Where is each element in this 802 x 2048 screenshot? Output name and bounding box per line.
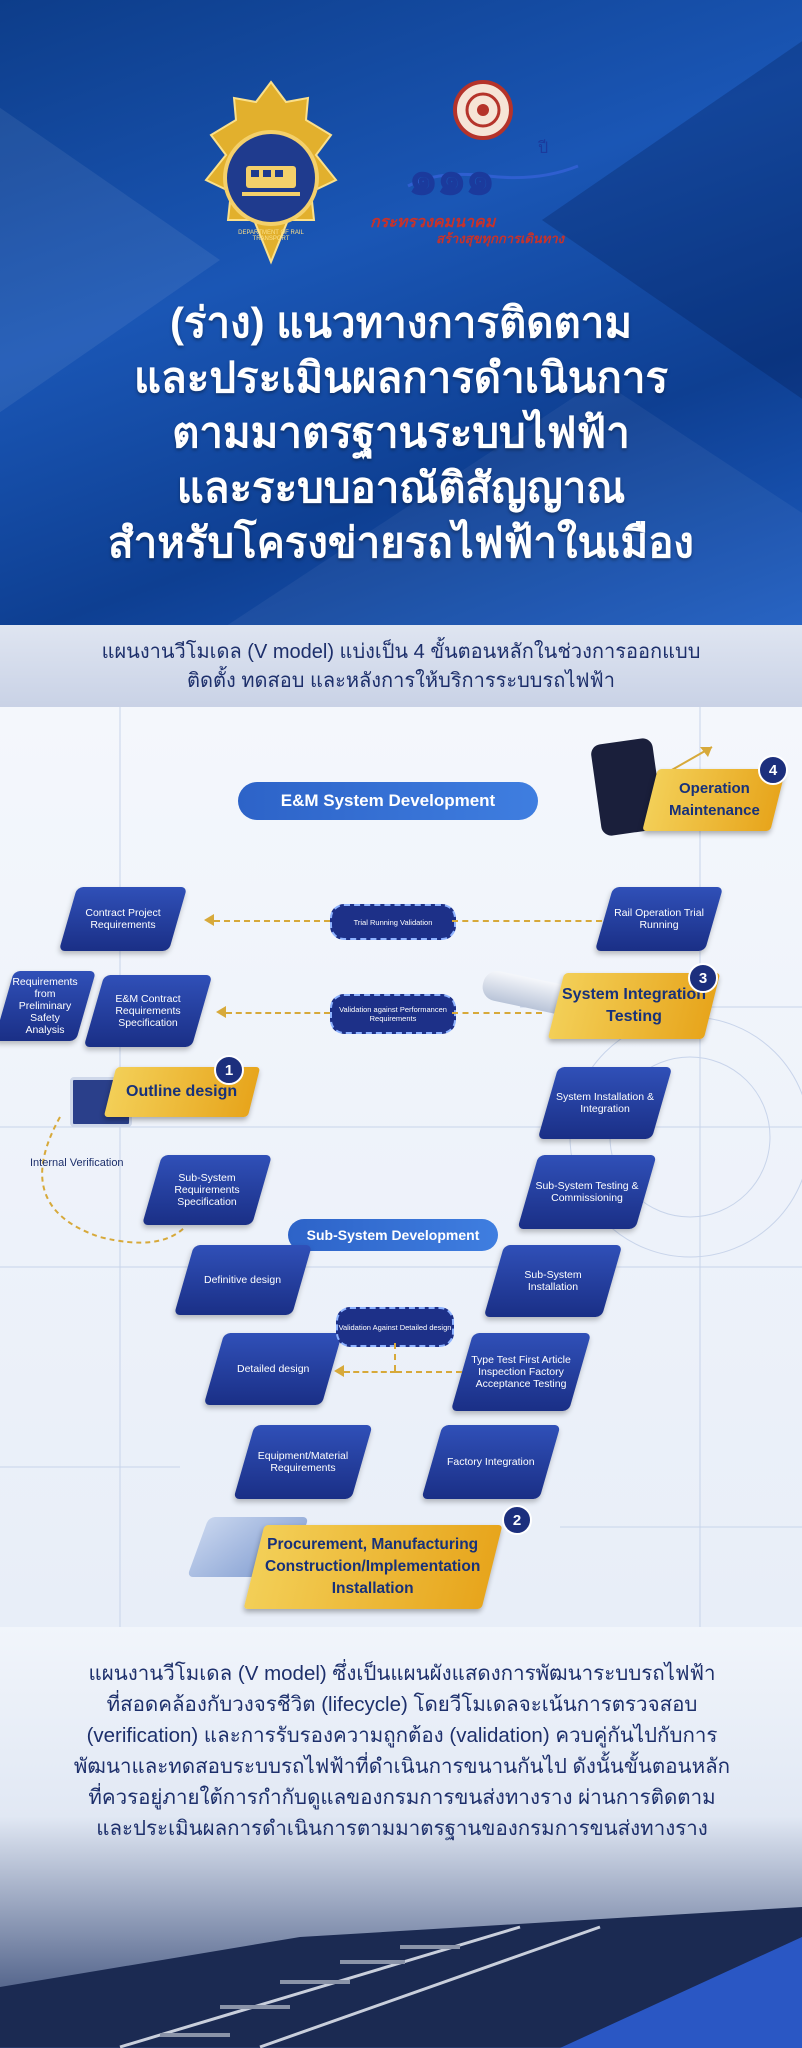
type-test-fai-fat-box: Type Test First Article Inspection Facto… xyxy=(450,1333,592,1411)
stage4-line: Operation xyxy=(678,780,750,797)
stage2-line: Procurement, Manufacturing xyxy=(267,1536,479,1553)
title-line: และระบบอาณัติสัญญาณ xyxy=(176,464,626,511)
paragraph-line: พัฒนาและทดสอบระบบรถไฟฟ้าที่ดำเนินการขนาน… xyxy=(73,1755,731,1778)
title-line: ตามมาตรฐานระบบไฟฟ้า xyxy=(172,409,630,456)
stage-number-3: 3 xyxy=(688,963,718,993)
ministry-name: กระทรวงคมนาคม xyxy=(370,214,496,231)
drt-logo: DEPARTMENT OF RAIL TRANSPORT xyxy=(196,80,346,265)
stage3-line: System Integration xyxy=(561,986,707,1003)
stage-number-4: 4 xyxy=(758,755,788,785)
drt-emblem-icon xyxy=(204,80,338,265)
trial-connector-left xyxy=(214,920,330,922)
subsystem-requirements-spec-box: Sub-System Requirements Specification xyxy=(141,1155,273,1225)
ministry-111-logo: ๑๑๑ ปี กระทรวงคมนาคม สร้างสุขทุกการเดินท… xyxy=(370,78,598,268)
detailed-design-box: Detailed design xyxy=(203,1333,343,1405)
drt-logo-text: DEPARTMENT OF RAIL TRANSPORT xyxy=(238,230,304,242)
trial-running-validation-pill: Trial Running Validation xyxy=(330,904,456,940)
system-installation-integration-box: System Installation & Integration xyxy=(537,1067,673,1139)
page-title: (ร่าง) แนวทางการติดตาม และประเมินผลการดำ… xyxy=(0,295,802,570)
stage3-line: Testing xyxy=(606,1008,662,1025)
arrow-left-icon xyxy=(334,1365,344,1377)
detailed-connector-left xyxy=(344,1371,396,1373)
paragraph-line: แผนงานวีโมเดล (V model) ซึ่งเป็นแผนผังแส… xyxy=(88,1662,716,1685)
anniversary-suffix: ปี xyxy=(538,140,549,157)
paragraph-line: ที่ควรอยู่ภายใต้การกำกับดูแลของกรมการขนส… xyxy=(88,1786,716,1809)
em-contract-requirements-box: E&M Contract Requirements Specification xyxy=(83,975,213,1047)
detailed-connector-right xyxy=(396,1371,462,1373)
subtitle: แผนงานวีโมเดล (V model) แบ่งเป็น 4 ขั้นต… xyxy=(0,638,802,696)
contract-project-requirements-box: Contract Project Requirements xyxy=(58,887,188,951)
definitive-design-box: Definitive design xyxy=(173,1245,313,1315)
stage2-line: Installation xyxy=(332,1580,414,1597)
preliminary-safety-requirements-box: Requirements from Preliminary Safety Ana… xyxy=(0,971,97,1041)
stage4-line: Maintenance xyxy=(668,802,760,819)
paragraph-line: ที่สอดคล้องกับวงจรชีวิต (lifecycle) โดยว… xyxy=(106,1693,698,1716)
anniversary-number: ๑๑๑ xyxy=(408,152,495,205)
subsystem-development-label: Sub-System Development xyxy=(288,1219,498,1251)
title-line: สำหรับโครงข่ายรถไฟฟ้าในเมือง xyxy=(108,519,694,566)
equipment-material-requirements-box: Equipment/Material Requirements xyxy=(233,1425,373,1499)
subsystem-installation-box: Sub-System Installation xyxy=(483,1245,623,1317)
stage-number-2: 2 xyxy=(502,1505,532,1535)
performance-connector-right xyxy=(452,1012,542,1014)
description-paragraph: แผนงานวีโมเดล (V model) ซึ่งเป็นแผนผังแส… xyxy=(22,1658,782,1844)
stage2-line: Construction/Implementation xyxy=(265,1558,481,1575)
subtitle-band xyxy=(0,625,802,707)
bottom-section xyxy=(0,1627,802,2048)
factory-integration-box: Factory Integration xyxy=(421,1425,561,1499)
paragraph-line: และประเมินผลการดำเนินการตามมาตรฐานของกรม… xyxy=(96,1817,708,1840)
hero-banner: DEPARTMENT OF RAIL TRANSPORT ๑๑๑ ปี กระท… xyxy=(0,0,802,625)
performance-connector-left xyxy=(226,1012,330,1014)
subsystem-testing-commissioning-box: Sub-System Testing & Commissioning xyxy=(517,1155,657,1229)
v-model-diagram: E&M System Development Sub-System Develo… xyxy=(0,707,802,1627)
performance-validation-pill: Validation against Performancen Requirem… xyxy=(330,994,456,1034)
internal-verification-label: Internal Verification xyxy=(30,1157,124,1169)
bg-shape xyxy=(220,380,802,625)
stage-number-1: 1 xyxy=(214,1055,244,1085)
arrow-left-icon xyxy=(204,914,214,926)
seal-icon xyxy=(407,80,579,188)
rail-operation-trial-running-box: Rail Operation Trial Running xyxy=(594,887,724,951)
bg-shape xyxy=(0,80,220,440)
title-line: และประเมินผลการดำเนินการ xyxy=(133,354,669,401)
trial-connector-right xyxy=(452,920,602,922)
title-line: (ร่าง) แนวทางการติดตาม xyxy=(169,299,633,346)
bg-shape xyxy=(542,0,802,440)
detailed-connector-vertical xyxy=(394,1343,396,1371)
subtitle-line: แผนงานวีโมเดล (V model) แบ่งเป็น 4 ขั้นต… xyxy=(101,641,701,663)
ministry-slogan: สร้างสุขทุกการเดินทาง xyxy=(436,231,564,246)
detailed-design-validation-pill: Validation Against Detailed design xyxy=(336,1307,454,1347)
subtitle-line: ติดตั้ง ทดสอบ และหลังการให้บริการระบบรถไ… xyxy=(187,670,615,692)
railway-tracks-illustration xyxy=(0,1907,802,2048)
paragraph-line: (verification) และการรับรองความถูกต้อง (… xyxy=(86,1724,718,1747)
em-system-development-label: E&M System Development xyxy=(238,782,538,820)
arrow-left-icon xyxy=(216,1006,226,1018)
